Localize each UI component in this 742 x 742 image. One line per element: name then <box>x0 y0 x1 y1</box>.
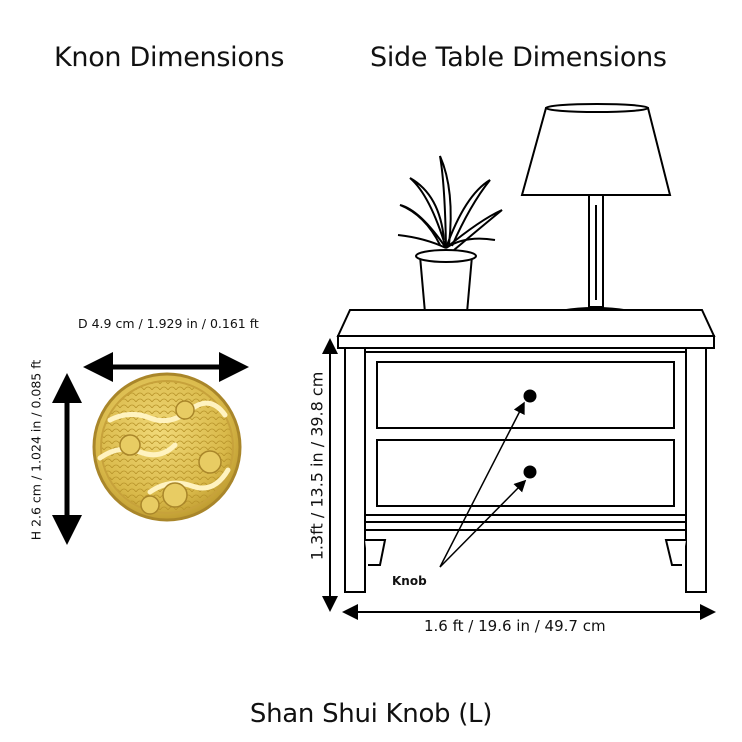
knob-dimensions-heading: Knon Dimensions <box>54 42 285 73</box>
potted-plant-icon <box>397 155 503 325</box>
knob-illustration <box>92 372 242 522</box>
knob-diameter-label: D 4.9 cm / 1.929 in / 0.161 ft <box>78 316 259 331</box>
lower-drawer-knob <box>523 465 537 479</box>
side-table-illustration <box>336 309 716 593</box>
side-table-dimensions-heading: Side Table Dimensions <box>370 42 667 73</box>
product-title: Shan Shui Knob (L) <box>249 699 493 729</box>
knob-callout-label: Knob <box>392 574 427 588</box>
upper-drawer-knob <box>523 389 537 403</box>
knob-height-label: H 2.6 cm / 1.024 in / 0.085 ft <box>28 359 44 541</box>
table-height-label: 1.3ft / 13.5 in / 39.8 cm <box>307 371 327 561</box>
table-width-label: 1.6 ft / 19.6 in / 49.7 cm <box>424 617 606 635</box>
knob-callout-line-lower <box>439 479 527 568</box>
table-lamp-icon <box>520 103 672 327</box>
knob-callout-line-upper <box>439 401 525 568</box>
